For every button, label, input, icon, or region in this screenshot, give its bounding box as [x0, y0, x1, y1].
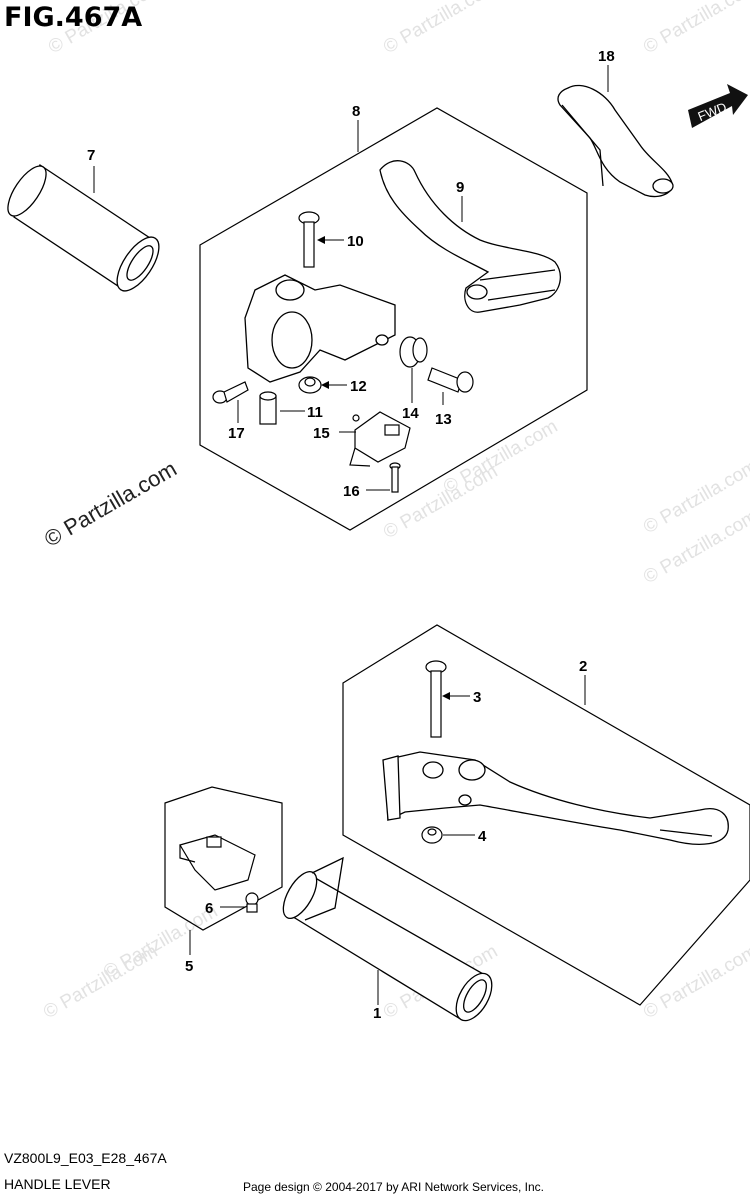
group-outline-5 [164, 786, 283, 931]
credit-line: Page design © 2004-2017 by ARI Network S… [243, 1180, 545, 1194]
callout-18: 18 [598, 48, 615, 65]
pivot-bolt-3-icon [425, 660, 447, 738]
section-name: HANDLE LEVER [4, 1176, 111, 1192]
callout-17: 17 [228, 425, 245, 442]
brake-lever-2-icon [382, 751, 729, 845]
screw-17-icon [212, 381, 249, 404]
model-code: VZ800L9_E03_E28_467A [4, 1150, 167, 1166]
callout-5: 5 [185, 958, 193, 975]
adjuster-14-icon [399, 336, 428, 368]
callout-14: 14 [402, 405, 419, 422]
callout-3: 3 [473, 689, 481, 706]
callout-4: 4 [478, 828, 487, 845]
fwd-arrow-icon: FWD [688, 84, 748, 128]
callout-9: 9 [456, 179, 464, 196]
nut-4-icon [421, 826, 443, 844]
switch-5-icon [179, 834, 256, 891]
callout-13: 13 [435, 411, 452, 428]
callout-1: 1 [373, 1005, 381, 1022]
lever-cover-18-icon [557, 84, 674, 198]
grip-7-icon [7, 164, 160, 292]
switch-15-icon [349, 411, 411, 467]
callout-16: 16 [343, 483, 360, 500]
group-outline-8 [199, 107, 588, 531]
screw-16-icon [389, 462, 401, 493]
figure-title: FIG.467A [4, 2, 143, 33]
group-outline-2 [342, 624, 750, 1006]
nut-12-icon [298, 376, 322, 394]
screw-6-icon [245, 892, 259, 913]
callout-8: 8 [352, 103, 360, 120]
pivot-bolt-10-icon [298, 211, 320, 268]
callout-2: 2 [579, 658, 587, 675]
throttle-grip-1-icon [282, 856, 493, 1022]
callout-6: 6 [205, 900, 213, 917]
fwd-label: FWD [696, 99, 729, 124]
callout-7: 7 [87, 147, 95, 164]
callout-11: 11 [307, 404, 323, 421]
callout-10: 10 [347, 233, 364, 250]
collar-11-icon [259, 391, 277, 425]
lever-holder-icon [244, 274, 396, 383]
callout-12: 12 [350, 378, 367, 395]
clutch-lever-9-icon [379, 160, 561, 313]
callout-15: 15 [313, 425, 330, 442]
adjuster-bolt-13-icon [427, 367, 474, 393]
leader-lines [93, 65, 609, 1005]
